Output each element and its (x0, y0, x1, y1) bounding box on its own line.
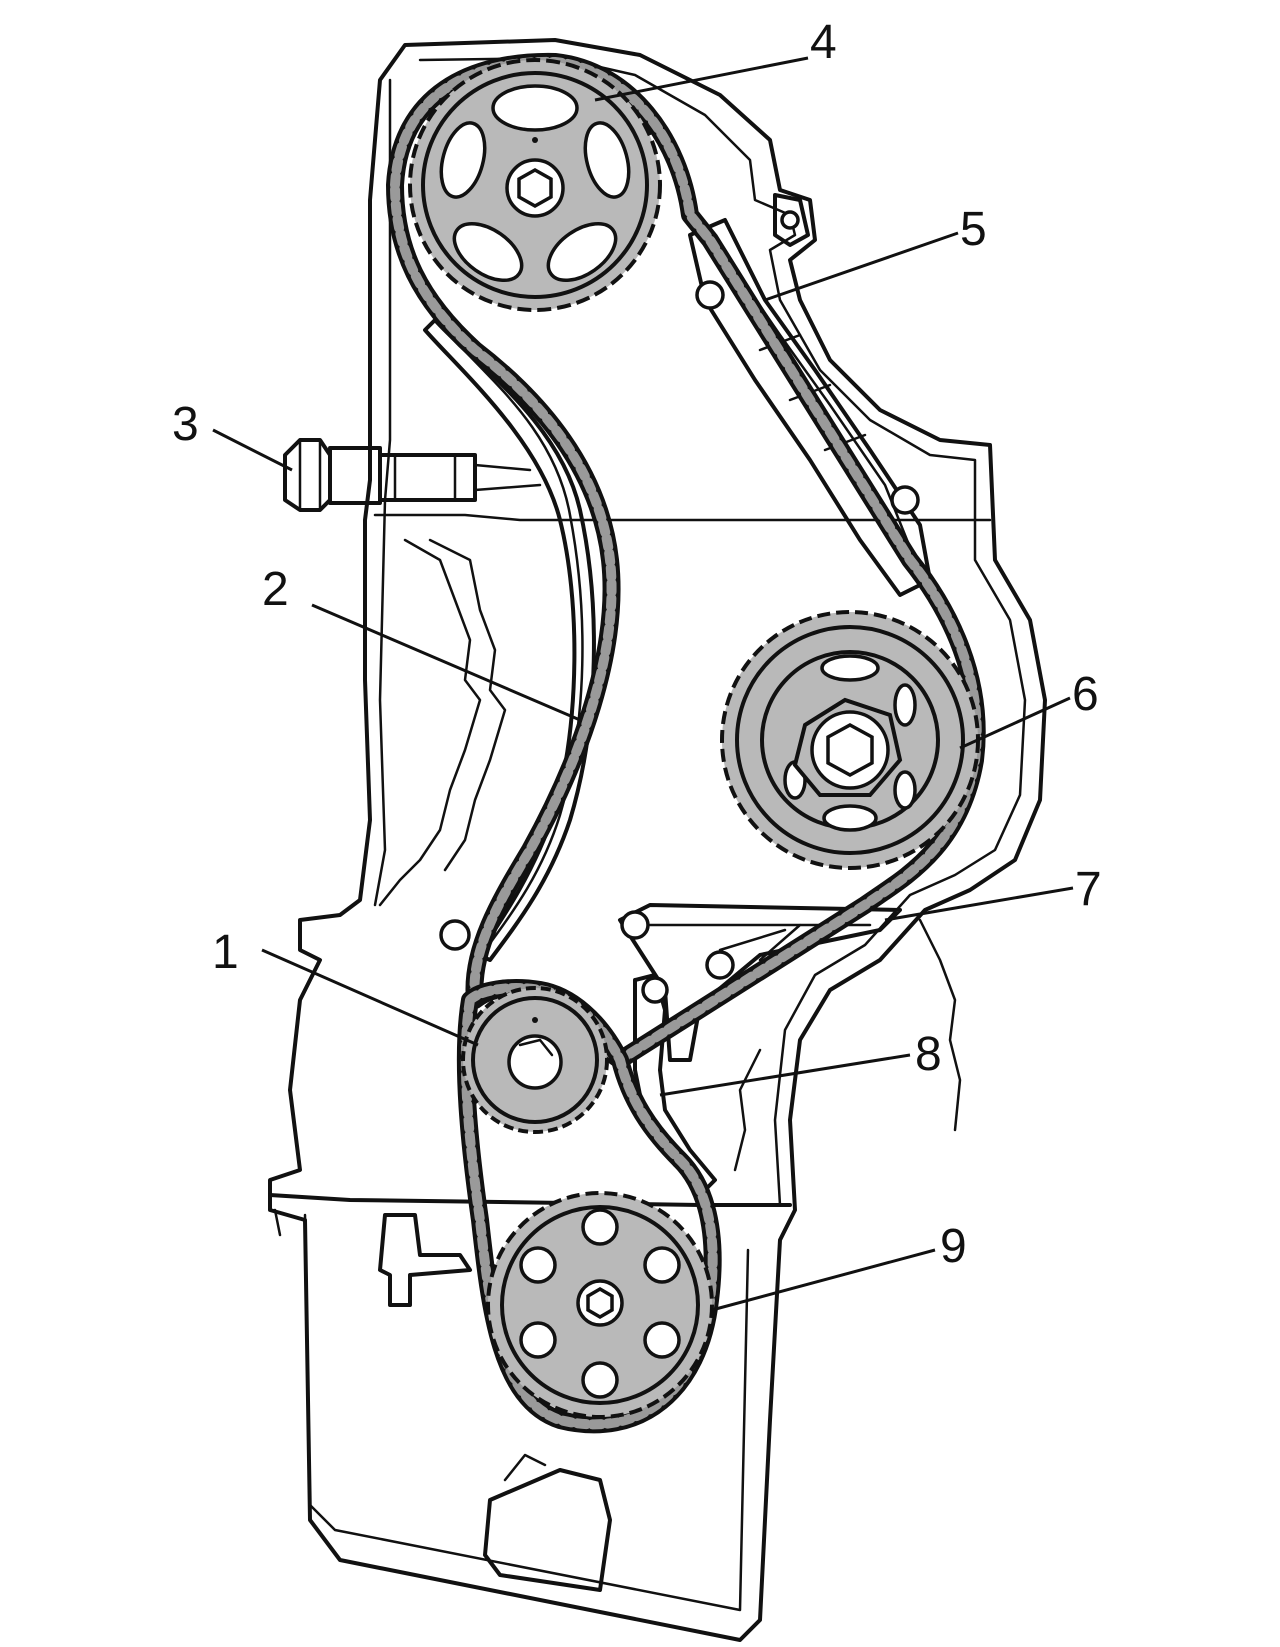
callout-7: 7 (1075, 863, 1102, 916)
callout-5: 5 (960, 203, 987, 256)
engine-cover-outline (268, 38, 1047, 1642)
callout-9: 9 (940, 1220, 967, 1273)
callout-2: 2 (262, 563, 289, 616)
leader-4 (594, 56, 809, 102)
leader-1 (261, 948, 479, 1047)
camshaft-sprocket (408, 58, 662, 312)
callout-8: 8 (915, 1028, 942, 1081)
intermediate-sprocket (720, 610, 980, 870)
callout-3: 3 (172, 398, 199, 451)
leader-7 (884, 886, 1074, 922)
callout-6: 6 (1072, 668, 1099, 721)
leader-6 (959, 696, 1071, 750)
crankshaft-sprocket (461, 986, 609, 1134)
oil-pump-sprocket (486, 1191, 714, 1419)
leader-3 (212, 428, 293, 472)
callout-1: 1 (212, 926, 239, 979)
callout-4: 4 (810, 16, 837, 69)
leader-5 (764, 231, 959, 302)
leader-9 (711, 1248, 936, 1312)
leader-lines (212, 56, 1074, 1312)
leader-2 (311, 603, 581, 722)
callout-labels: 1 2 3 4 5 6 7 8 9 (172, 16, 1102, 1273)
chain-tensioner-plunger (283, 438, 542, 512)
leader-8 (659, 1053, 911, 1097)
